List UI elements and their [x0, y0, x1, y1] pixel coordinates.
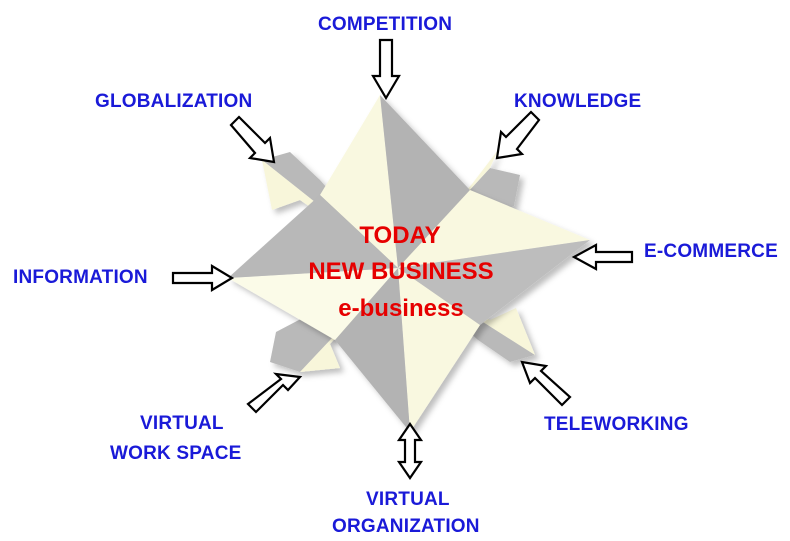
- competition-arrow: [371, 38, 401, 101]
- center-title-new-business: NEW BUSINESS: [308, 258, 494, 285]
- label-knowledge: KNOWLEDGE: [514, 91, 642, 112]
- teleworking-arrow: [520, 360, 572, 407]
- label-teleworking: TELEWORKING: [544, 414, 689, 435]
- virtual-work-space-arrow: [246, 372, 303, 414]
- label-virtual-work-space-line1: VIRTUAL: [140, 413, 224, 434]
- label-globalization: GLOBALIZATION: [95, 91, 253, 112]
- center-title-e-business: e-business: [338, 295, 464, 322]
- arrows: [171, 38, 634, 480]
- main-star-points: [228, 95, 590, 432]
- label-virtual-organization-line2: ORGANIZATION: [332, 516, 480, 537]
- knowledge-arrow: [495, 110, 541, 160]
- label-virtual-work-space-line2: WORK SPACE: [110, 443, 242, 464]
- virtual-organization-arrow: [396, 422, 424, 480]
- e-commerce-arrow: [571, 243, 634, 271]
- label-information: INFORMATION: [13, 267, 148, 288]
- information-arrow: [171, 264, 235, 292]
- label-virtual-organization-line1: VIRTUAL: [366, 489, 450, 510]
- label-competition: COMPETITION: [318, 14, 453, 35]
- center-title-today: TODAY: [359, 222, 441, 249]
- label-e-commerce: E-COMMERCE: [644, 241, 778, 262]
- globalization-arrow: [229, 115, 276, 164]
